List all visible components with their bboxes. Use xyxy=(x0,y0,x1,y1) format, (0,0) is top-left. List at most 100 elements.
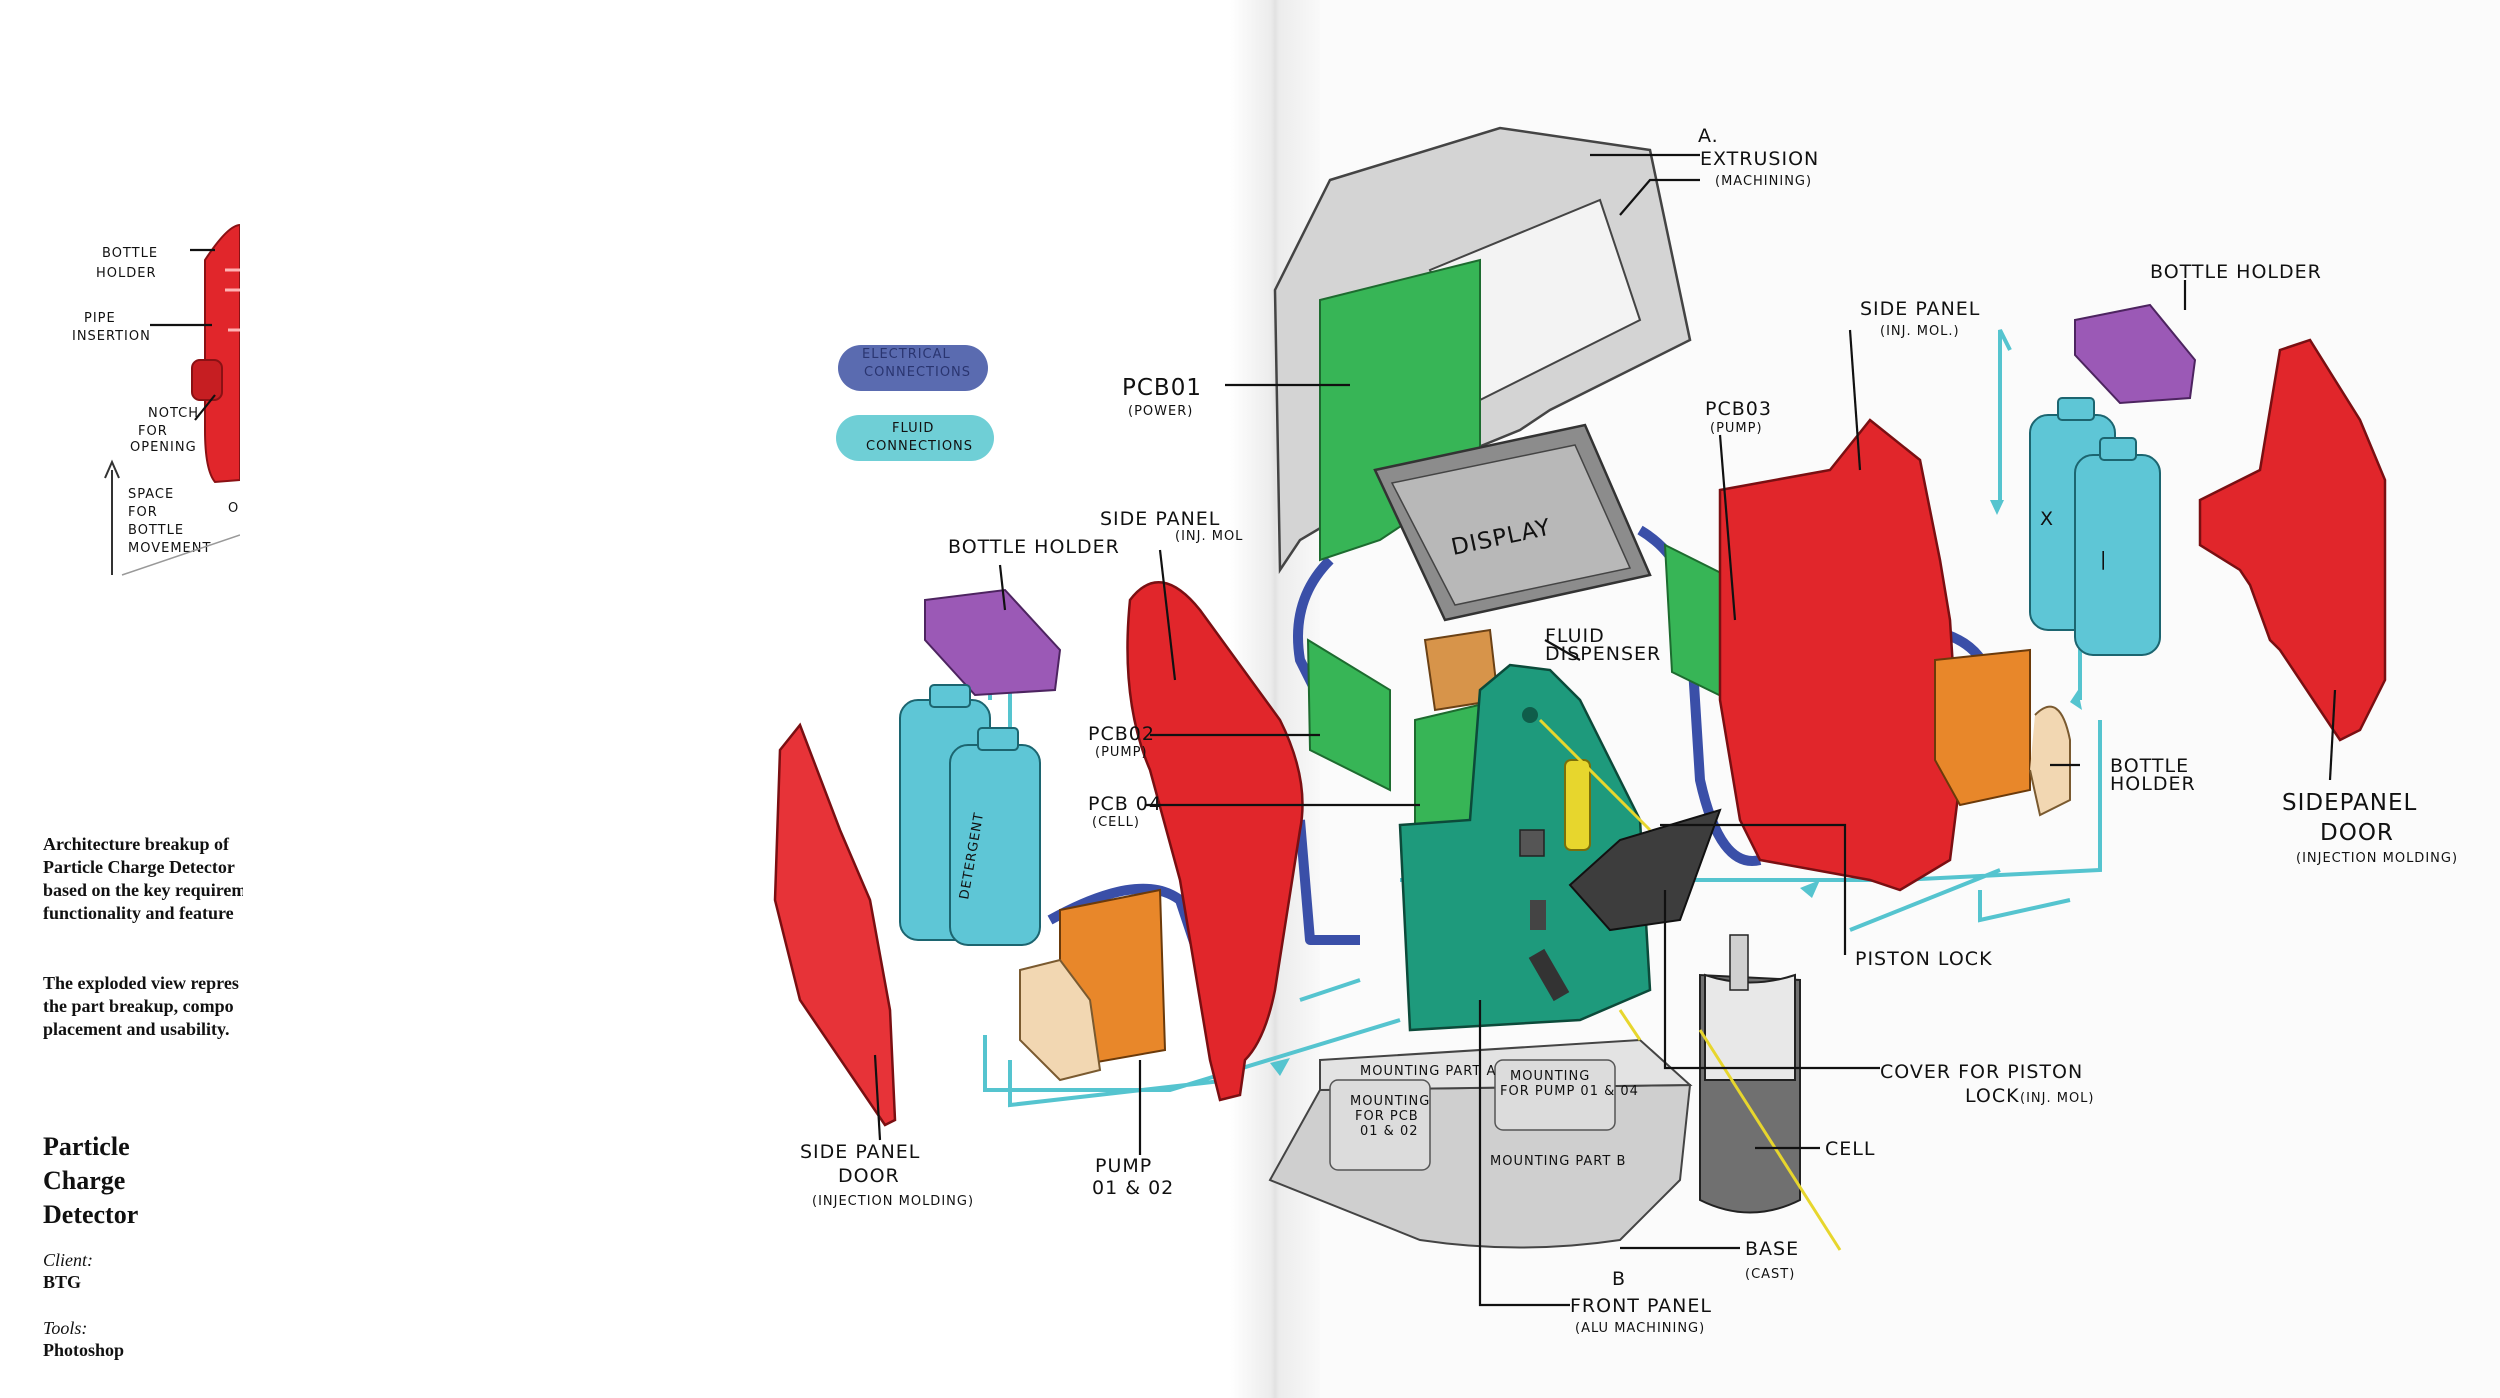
callout-pcb01: PCB01 xyxy=(1122,375,1202,401)
sketch-label-space-for: FOR xyxy=(128,505,158,520)
callout-side-panel-left: SIDE PANEL xyxy=(1100,508,1220,530)
pcb02 xyxy=(1306,638,1391,792)
callout-side-panel-left-sub: (INJ. MOL xyxy=(1175,529,1243,544)
cell-axis xyxy=(1698,1029,1842,1251)
front-panel-port xyxy=(1530,900,1546,930)
sketch-label-opening: OPENING xyxy=(130,440,197,455)
title-line: Detector xyxy=(43,1200,139,1229)
leader-sidepanel-door-right xyxy=(2328,689,2337,781)
callout-pcb02: PCB02 xyxy=(1088,723,1155,745)
callout-piston-lock: PISTON LOCK xyxy=(1855,948,1993,970)
callout-pcb02-sub: (PUMP) xyxy=(1095,745,1148,760)
callout-front-panel: FRONT PANEL xyxy=(1570,1295,1712,1317)
legend-fluid-swatch xyxy=(836,415,994,461)
callout-machining: (MACHINING) xyxy=(1715,174,1812,189)
client-value: BTG xyxy=(43,1272,82,1292)
desc-line: The exploded view repres xyxy=(43,973,239,993)
tools-value: Photoshop xyxy=(43,1340,125,1360)
left-page xyxy=(0,0,1275,1398)
callout-pcb01-sub: (POWER) xyxy=(1128,404,1193,419)
leader-piston-lock xyxy=(1660,823,1847,955)
electrical-cable-pcb02 xyxy=(1295,819,1360,945)
mounting-a-label: MOUNTING PART A xyxy=(1360,1064,1496,1079)
description-paragraph-2: The exploded view repres the part breakup… xyxy=(43,972,243,1041)
leader-fluid-dispenser xyxy=(1544,639,1581,661)
callout-bottle-holder-left: BOTTLE HOLDER xyxy=(948,536,1120,558)
desc-line: placement and usability. xyxy=(43,1019,230,1039)
callout-pcb03-sub: (PUMP) xyxy=(1710,421,1763,436)
mounting-pump-pad xyxy=(1494,1059,1616,1131)
bottle-right-2 xyxy=(2074,454,2161,656)
callout-base: BASE xyxy=(1745,1238,1799,1260)
description-paragraph-1: Architecture breakup of Particle Charge D… xyxy=(43,833,243,925)
title-line: Charge xyxy=(43,1166,126,1195)
side-panel-right xyxy=(1718,418,1962,892)
front-panel-connector xyxy=(1519,829,1545,857)
bottle-left-2-cap xyxy=(977,727,1019,751)
callout-b: B xyxy=(1612,1268,1626,1290)
desc-line: based on the key requirem xyxy=(43,880,243,900)
mounting-pcb-pad xyxy=(1329,1079,1431,1171)
side-panel-left xyxy=(1126,581,1304,1102)
sketch-label-insertion: INSERTION xyxy=(72,329,151,344)
callout-side-panel-door-left-sub: (INJECTION MOLDING) xyxy=(812,1194,974,1209)
sketch-clip: BOTTLE HOLDER PIPE INSERTION NOTCH FOR O… xyxy=(0,0,240,1398)
side-panel-door-right xyxy=(2198,338,2387,742)
callout-pcb04-sub: (CELL) xyxy=(1092,815,1140,830)
electrical-cable-display xyxy=(1293,556,1334,703)
front-panel-hole xyxy=(1522,707,1538,723)
front-axis xyxy=(1618,1009,1642,1041)
legend-electrical-swatch xyxy=(838,345,988,391)
bottle-left-2 xyxy=(949,744,1041,946)
description-text: Architecture breakup of Particle Charge D… xyxy=(43,810,243,1088)
side-panel-door-left xyxy=(773,722,897,1127)
sketch-label-notch: NOTCH xyxy=(148,406,199,421)
bottle-holder-right xyxy=(2074,303,2197,405)
callout-side-panel-right: SIDE PANEL xyxy=(1860,298,1980,320)
tools-label: Tools: xyxy=(43,1318,88,1338)
sketch-arrow xyxy=(104,459,120,575)
callout-bottle-holder-right: BOTTLE HOLDER xyxy=(2150,261,2322,283)
piston-lock-cover xyxy=(1568,808,1722,932)
desc-line: Particle Charge Detector xyxy=(43,857,235,877)
callout-sidepanel-door-right-sub: (INJECTION MOLDING) xyxy=(2296,851,2458,866)
callout-cell: CELL xyxy=(1825,1138,1875,1160)
sketch-highlights xyxy=(225,268,240,332)
sketch-label-holder: HOLDER xyxy=(96,266,157,281)
dispenser-axis xyxy=(1538,718,1652,832)
sketch-label-for: FOR xyxy=(138,424,168,439)
bottle-holder-sketch: BOTTLE HOLDER PIPE INSERTION NOTCH FOR O… xyxy=(72,223,240,576)
sketch-label-space-bottle: BOTTLE xyxy=(128,523,184,538)
sketch-baseline xyxy=(121,534,240,576)
bottle-mark-x: X xyxy=(2040,508,2054,530)
leader-side-panel-left xyxy=(1158,549,1177,681)
bottle-right-1-cap xyxy=(2057,397,2095,421)
desc-line: Architecture breakup of xyxy=(43,834,229,854)
callout-a: A. xyxy=(1698,125,1719,147)
callout-extrusion: EXTRUSION xyxy=(1700,148,1819,170)
sketch-leader-3 xyxy=(194,394,216,421)
display-screen xyxy=(1390,444,1632,606)
cell-plunger xyxy=(1729,934,1749,991)
title-line: Particle xyxy=(43,1132,130,1161)
front-panel-fitting xyxy=(1528,948,1570,1002)
sketch-label-partial: O xyxy=(228,501,239,516)
bottle-left-1-cap xyxy=(929,684,971,708)
desc-line: the part breakup, compo xyxy=(43,996,234,1016)
leader-pcb03 xyxy=(1718,434,1737,621)
callout-front-panel-sub: (ALU MACHINING) xyxy=(1575,1321,1705,1336)
client-label: Client: xyxy=(43,1250,93,1270)
desc-line: functionality and feature xyxy=(43,903,234,923)
callout-cover-piston-lock: LOCK xyxy=(1965,1085,2020,1107)
callout-side-panel-right-sub: (INJ. MOL.) xyxy=(1880,324,1960,339)
